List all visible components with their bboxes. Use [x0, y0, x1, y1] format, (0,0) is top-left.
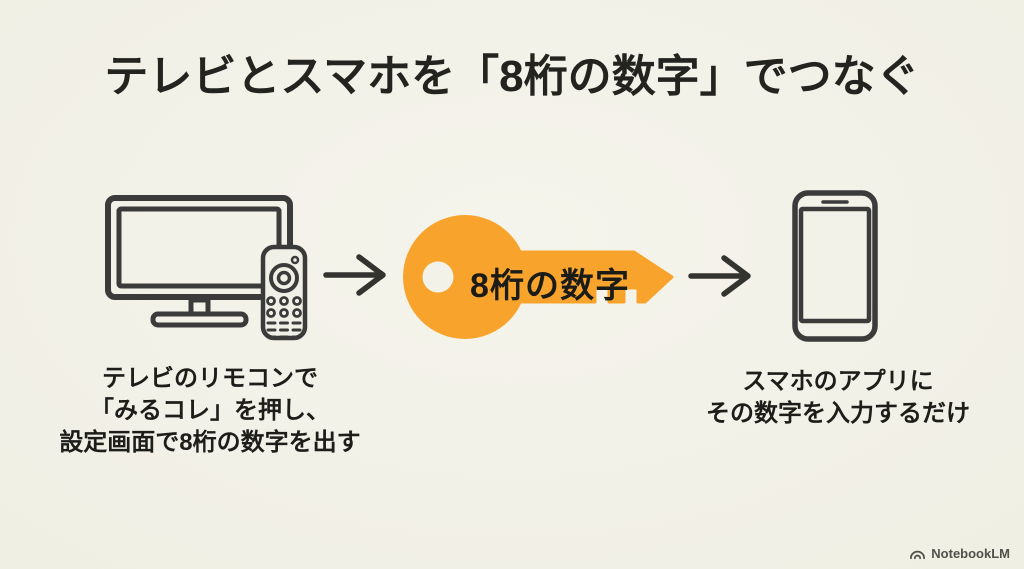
footer-brand: NotebookLM	[909, 546, 1010, 561]
footer-brand-label: NotebookLM	[931, 546, 1010, 561]
arrow-right-icon	[688, 255, 751, 297]
smartphone-icon	[792, 190, 878, 342]
tv-caption-line-2: 「みるコレ」を押し、	[90, 397, 330, 424]
tv-with-remote-icon	[105, 195, 308, 341]
tv-caption-line-3: 設定画面で8桁の数字を出す	[59, 429, 361, 456]
key-label: 8桁の数字	[470, 267, 630, 305]
tv-caption-line-1: テレビのリモコンで	[102, 365, 318, 392]
phone-caption-line-1: スマホのアプリに	[742, 368, 934, 395]
page-title: テレビとスマホを「8桁の数字」でつなぐ	[104, 52, 920, 101]
key-icon	[403, 215, 674, 339]
notebooklm-logo-icon	[910, 550, 926, 560]
tv-step-caption: テレビのリモコンで 「みるコレ」を押し、 設定画面で8桁の数字を出す	[25, 363, 395, 459]
phone-step-caption: スマホのアプリに その数字を入力するだけ	[683, 366, 993, 430]
phone-caption-line-2: その数字を入力するだけ	[706, 400, 970, 427]
arrow-right-icon	[323, 254, 386, 296]
